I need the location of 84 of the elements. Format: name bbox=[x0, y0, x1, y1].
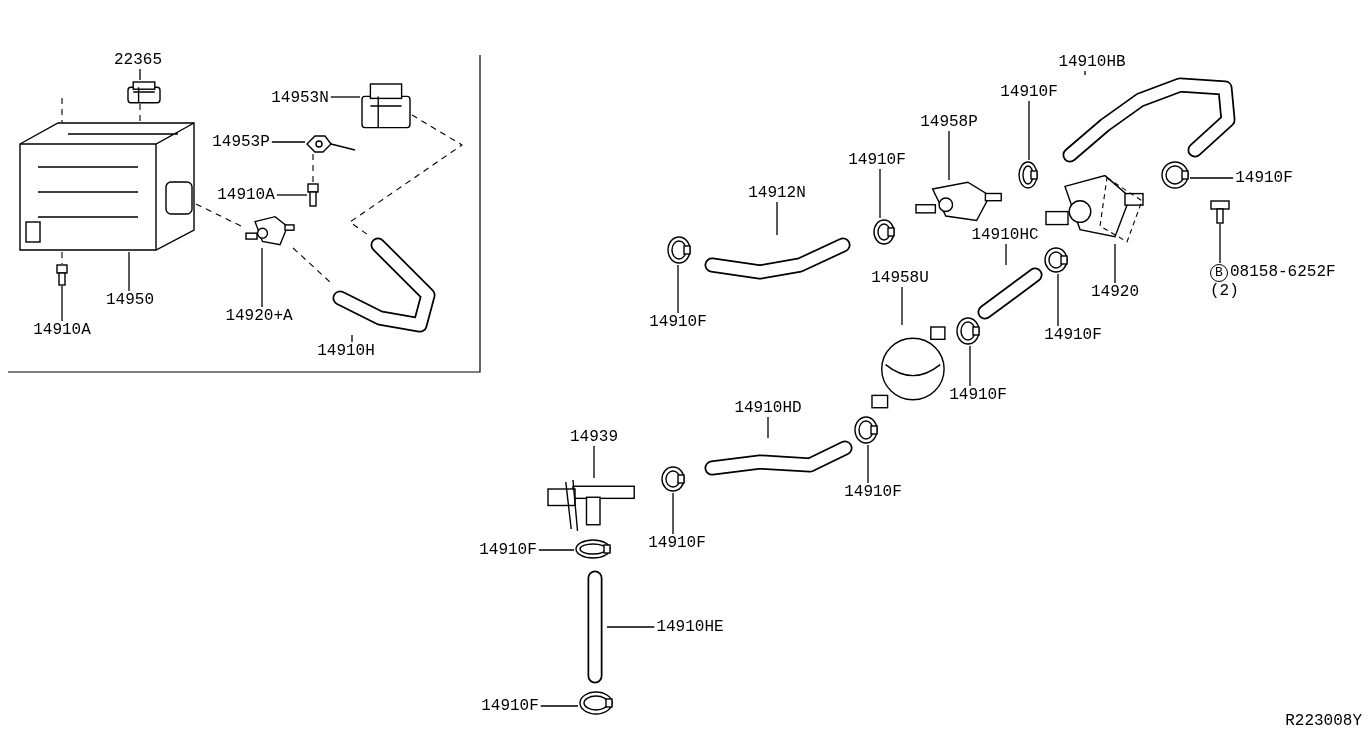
leader-line bbox=[276, 194, 308, 196]
part-number: 14920 bbox=[1091, 283, 1139, 301]
hose-clamp-drawing bbox=[1017, 160, 1039, 190]
leader-line bbox=[672, 492, 674, 535]
leader-line bbox=[1057, 273, 1059, 327]
hose-clamp-drawing bbox=[660, 465, 686, 493]
bolt-drawing bbox=[56, 264, 68, 286]
part-number: 14910F bbox=[648, 534, 706, 552]
hose-clamp-drawing bbox=[872, 218, 896, 246]
part-number: 14953P bbox=[212, 133, 270, 151]
part-number: 14912N bbox=[748, 184, 806, 202]
hose-clamp-drawing bbox=[666, 235, 692, 265]
assembly-line bbox=[61, 97, 63, 123]
bolt-drawing bbox=[307, 183, 319, 207]
part-number: 08158-6252F bbox=[1230, 263, 1336, 281]
hose-clamp-drawing bbox=[955, 316, 981, 346]
assembly-line bbox=[312, 153, 314, 184]
part-number: 14920+A bbox=[225, 307, 293, 325]
leader-line bbox=[538, 549, 575, 551]
part-number: 14910F bbox=[949, 386, 1007, 404]
leader-line bbox=[948, 130, 950, 181]
leader-line bbox=[1084, 70, 1086, 76]
part-number: 14910A bbox=[217, 186, 275, 204]
leader-line bbox=[901, 286, 903, 326]
leader-line bbox=[1028, 100, 1030, 161]
leader-line bbox=[767, 416, 769, 439]
part-number: 14910HB bbox=[1058, 53, 1126, 71]
leader-line bbox=[606, 626, 656, 628]
part-number: 14910F bbox=[481, 697, 539, 715]
leader-line bbox=[261, 247, 263, 308]
hose-clamp-drawing bbox=[1160, 160, 1190, 190]
part-number: 14910HE bbox=[656, 618, 724, 636]
leader-line bbox=[139, 68, 141, 81]
part-number: 14910F bbox=[1235, 169, 1293, 187]
leader-line bbox=[879, 168, 881, 219]
part-number: 14910F bbox=[848, 151, 906, 169]
part-number: 14910H bbox=[317, 342, 375, 360]
part-number: 14910F bbox=[1044, 326, 1102, 344]
part-number: 14910F bbox=[649, 313, 707, 331]
leader-line bbox=[271, 141, 306, 143]
leader-line bbox=[1114, 243, 1116, 284]
part-number: 14939 bbox=[570, 428, 618, 446]
part-number: 14910A bbox=[33, 321, 91, 339]
assembly-line bbox=[139, 103, 141, 123]
connector-drawing bbox=[126, 80, 162, 104]
leader-line bbox=[776, 201, 778, 236]
leader-line bbox=[330, 96, 361, 98]
leader-line bbox=[593, 445, 595, 479]
drawing-number: R223008Y bbox=[1285, 712, 1362, 730]
part-number: 14910F bbox=[479, 541, 537, 559]
hose-clamp-drawing bbox=[853, 415, 879, 445]
part-number: 14910HD bbox=[734, 399, 802, 417]
part-number: 14910F bbox=[1000, 83, 1058, 101]
leader-line bbox=[969, 345, 971, 387]
leader-line bbox=[867, 444, 869, 484]
quantity-note: (2) bbox=[1210, 282, 1240, 300]
connector-drawing bbox=[360, 82, 412, 130]
part-number: 14950 bbox=[106, 291, 154, 309]
part-number: 14958U bbox=[871, 269, 929, 287]
leader-line bbox=[61, 285, 63, 322]
assembly-line bbox=[61, 251, 63, 265]
hose-clamp-drawing bbox=[578, 690, 614, 716]
part-number: 14953N bbox=[271, 89, 329, 107]
part-number: 22365 bbox=[114, 51, 162, 69]
leader-line bbox=[1189, 177, 1234, 179]
part-number: 14958P bbox=[920, 113, 978, 131]
bracket-drawing bbox=[305, 134, 357, 154]
tee-joint-drawing bbox=[546, 478, 636, 533]
valve-drawing bbox=[245, 215, 295, 248]
valve-drawing bbox=[1045, 172, 1145, 244]
leader-line bbox=[1005, 243, 1007, 266]
canister-drawing bbox=[18, 122, 196, 252]
assembly-line bbox=[349, 114, 463, 236]
leader-line bbox=[351, 334, 353, 343]
hose-clamp-drawing bbox=[574, 538, 612, 560]
bolt-drawing bbox=[1210, 200, 1230, 224]
part-number: 14910F bbox=[844, 483, 902, 501]
leader-line bbox=[1219, 223, 1221, 264]
leader-line bbox=[128, 251, 130, 292]
part-number: 14910HC bbox=[971, 226, 1039, 244]
hose-clamp-drawing bbox=[1043, 246, 1069, 274]
leader-line bbox=[540, 705, 579, 707]
leader-line bbox=[677, 264, 679, 314]
assembly-line bbox=[292, 247, 331, 283]
